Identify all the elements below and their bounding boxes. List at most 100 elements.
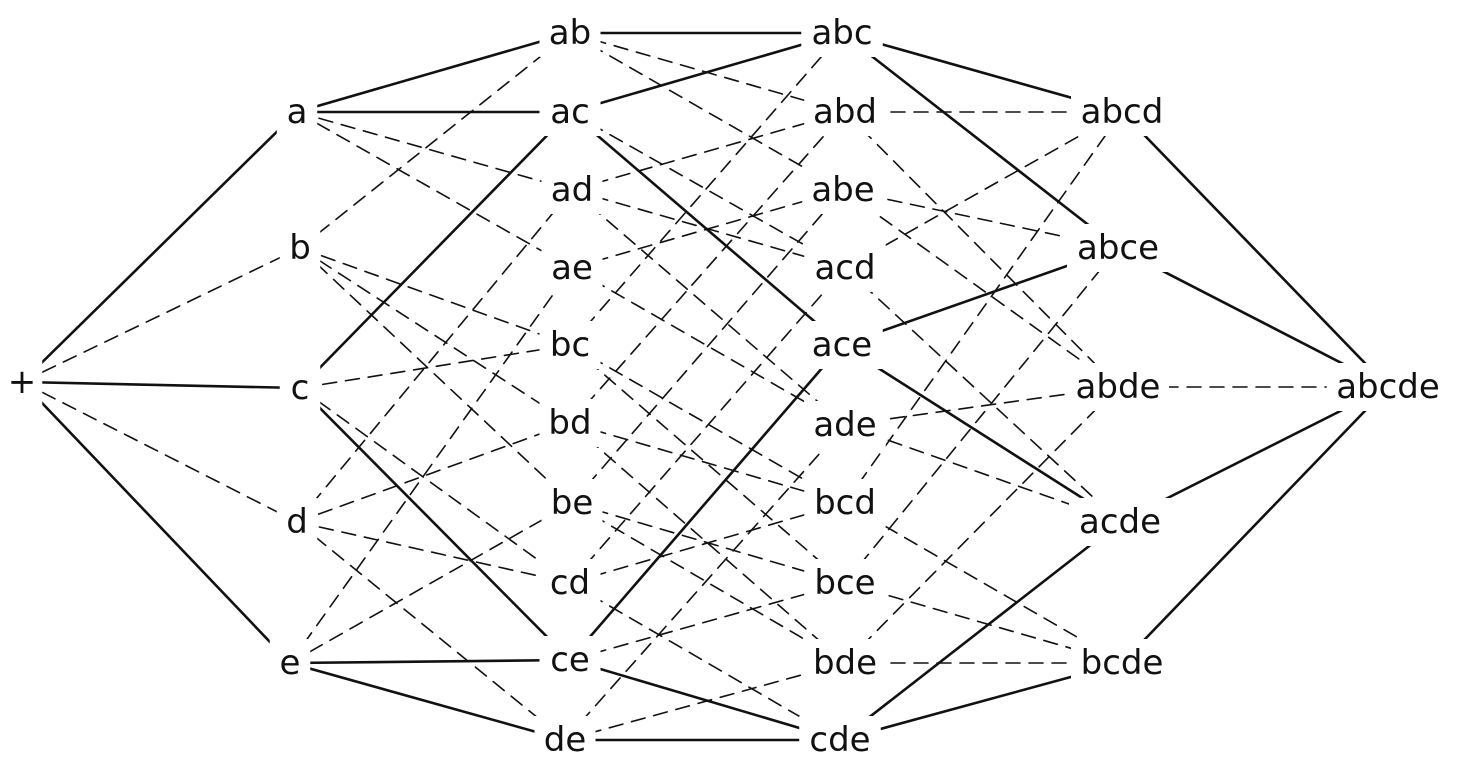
node-ace: ace [801,321,883,369]
edge-empty-c-solid [20,380,302,390]
node-ac: ac [539,88,601,136]
edge-c-cd-dashed [299,387,571,584]
node-abc: abc [801,9,883,57]
node-background [539,399,601,447]
node-ade: ade [804,401,886,449]
node-label-ae: ae [551,248,593,288]
node-label-ac: ac [550,92,590,132]
node-background [801,9,883,57]
edge-empty-d-dashed [21,381,298,523]
node-background [539,9,601,57]
node-background [799,716,881,764]
edge-a-ae-dashed [296,111,573,269]
node-label-ce: ce [550,640,590,680]
node-abcd: abcd [1071,88,1173,136]
node-label-d: d [286,502,308,542]
node-b: b [279,224,321,272]
edge-ae-ade-dashed [571,267,846,426]
edge-be-bde-dashed [571,502,846,664]
edge-e-de-solid [288,661,567,742]
edge-ad-abd-dashed [571,111,846,191]
node-background [1067,363,1169,411]
edge-ce-ace-solid [568,343,844,662]
edge-d-bd-dashed [296,422,571,523]
node-background [279,364,321,412]
edge-empty-b-dashed [21,247,301,383]
node-background [541,166,603,214]
node-background [534,716,596,764]
node-label-de: de [544,720,587,760]
lattice-nodes: +abcdeabacadaebcbdbecdcedeabcabdabeacdac… [1,9,1450,764]
node-e: e [269,639,311,687]
node-cd: cd [539,559,601,607]
node-label-ad: ad [551,170,593,210]
edge-empty-e-solid [20,380,292,665]
node-c: c [279,364,321,412]
edge-cd-bcd-dashed [569,502,846,584]
edge-e-ce-solid [288,658,572,665]
edge-c-ce-solid [298,386,572,662]
edge-bd-bde-dashed [569,422,846,664]
edge-ace-acde-solid [840,343,1122,524]
node-background [1069,498,1171,546]
edge-c-bc-dashed [299,344,571,389]
node-label-b: b [289,228,311,268]
edge-b-bc-dashed [299,247,571,346]
node-acde: acde [1069,498,1171,546]
edge-bcd-abcd-dashed [844,111,1123,504]
edge-empty-a-solid [20,110,299,384]
node-ad: ad [541,166,603,214]
node-label-abd: abd [813,92,877,132]
node-background [541,479,603,527]
node-background [1067,224,1169,272]
node-be: be [541,479,603,527]
edge-e-be-dashed [289,502,573,664]
edge-de-bde-dashed [564,662,846,741]
edge-d-cd-dashed [296,521,571,584]
edge-b-ab-dashed [299,32,571,249]
node-abde: abde [1067,363,1169,411]
node-a: a [276,88,318,136]
edge-ce-bce-dashed [569,582,846,661]
edge-ac-abc-solid [568,31,844,114]
node-background [541,244,603,292]
edge-bc-abc-dashed [569,32,843,346]
edge-e-ae-dashed [289,267,573,664]
edge-c-ac-solid [298,110,572,390]
node-background [804,639,886,687]
node-ae: ae [541,244,603,292]
node-background [804,479,886,527]
node-label-a: a [287,92,308,132]
node-label-abcde: abcde [1336,367,1440,407]
node-background [1326,363,1450,411]
node-label-bce: bce [814,563,875,603]
node-label-ace: ace [812,325,872,365]
node-ab: ab [539,9,601,57]
node-background [276,88,318,136]
node-background [804,244,886,292]
edge-ad-ade-dashed [571,189,846,426]
node-abce: abce [1067,224,1169,272]
edge-abcd-abcde-solid [1120,110,1390,389]
edge-ac-acd-dashed [569,111,846,269]
node-label-abcd: abcd [1081,92,1164,132]
edge-bcde-abcde-solid [1120,385,1390,665]
edge-ac-ace-solid [568,110,844,347]
node-bd: bd [539,399,601,447]
edge-acd-acde-dashed [844,267,1121,523]
node-label-abce: abce [1077,228,1159,268]
node-label-empty: + [8,362,37,402]
node-bc: bc [539,321,601,369]
edge-cd-acd-dashed [569,267,846,584]
edge-de-ade-dashed [564,424,846,741]
node-label-bd: bd [548,403,591,443]
node-de: de [534,716,596,764]
node-bde: bde [804,639,886,687]
node-background [279,224,321,272]
edge-ab-abe-dashed [569,32,844,191]
node-background [1071,639,1173,687]
edge-d-de-dashed [296,521,566,741]
edge-cde-acde-solid [838,520,1122,742]
node-cde: cde [799,716,881,764]
node-label-cde: cde [809,720,870,760]
